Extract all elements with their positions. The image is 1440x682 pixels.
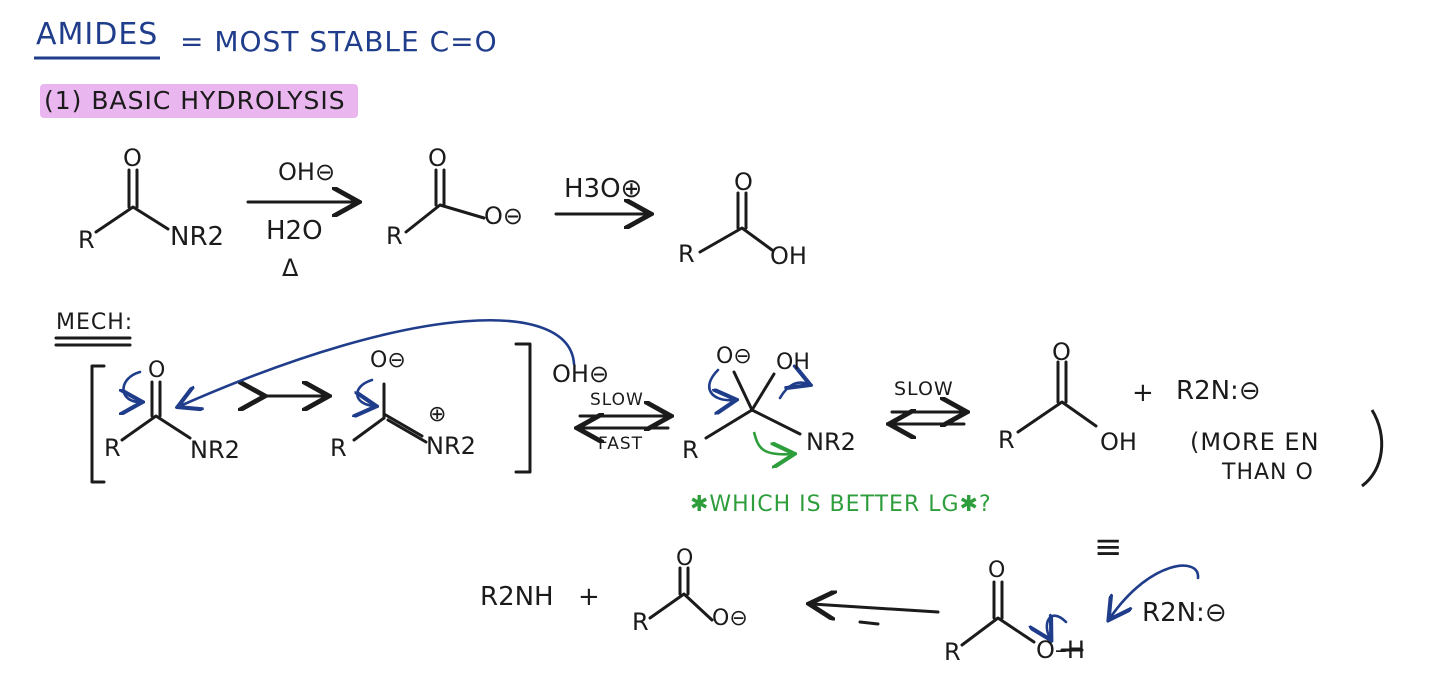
amine: R2NH: [480, 582, 554, 612]
oh-bond-arrow: [1047, 616, 1068, 638]
carboxylate-r: R: [386, 222, 403, 250]
tetra-curl-left: [707, 368, 734, 400]
resonance1-bonds: [120, 380, 192, 442]
bottom-base: R2N:⊖: [1142, 598, 1227, 628]
bottom-acid-r: R: [944, 638, 961, 666]
mech-acid-bonds: [1016, 360, 1098, 434]
bottom-carboxylate-bonds: [648, 566, 714, 622]
bottom-carboxylate-r: R: [632, 608, 649, 636]
arrow-bottom: [812, 604, 940, 612]
tetra-r: R: [682, 436, 699, 464]
mech-acid-group: OH: [1100, 428, 1137, 456]
acid-group: OH: [770, 242, 807, 270]
step1-reagent-above: OH⊖: [278, 158, 336, 186]
res1-r: R: [104, 434, 121, 462]
title-rest: = MOST STABLE C=O: [180, 25, 498, 58]
eq1-bottom-label: FAST: [598, 434, 644, 454]
eq1-top-label: SLOW: [590, 390, 644, 410]
step1-reagent-below: H2O: [266, 216, 323, 246]
leaving-group-question: ✱WHICH IS BETTER LG✱?: [690, 492, 992, 517]
eq2-top-label: SLOW: [894, 378, 954, 400]
section-label: (1) BASIC HYDROLYSIS: [44, 86, 346, 115]
tetra-o: O⊖: [716, 344, 752, 369]
step1-heat: Δ: [282, 254, 299, 282]
res1-o: O: [148, 358, 166, 383]
amide-reactant-bonds: [94, 168, 170, 234]
resonance2-bonds: [352, 382, 428, 444]
note-paren: [1361, 409, 1384, 488]
res2-o: O⊖: [370, 348, 406, 373]
leaving-group-arrow: [752, 431, 792, 454]
deprotonation-arrow: [1110, 564, 1200, 618]
section-highlight: [40, 84, 358, 118]
carboxylate-o: O: [428, 144, 447, 172]
bottom-plus: +: [578, 582, 600, 612]
acid-product-bonds: [698, 191, 774, 254]
bottom-acid-oh: O–H: [1036, 636, 1085, 664]
reactant-group: NR2: [170, 222, 225, 252]
bottom-acid-o: O: [988, 558, 1006, 583]
res2-charge: ⊕: [428, 402, 447, 427]
note-line2: THAN O: [1222, 460, 1314, 485]
res1-curl-arrow: [124, 370, 141, 402]
note-line1: (MORE EN: [1190, 428, 1320, 456]
bottom-carboxylate-o: O: [676, 546, 694, 571]
bottom-acid-bonds: [960, 580, 1084, 652]
amide-anion: R2N:⊖: [1176, 376, 1261, 406]
carboxylate-bonds: [404, 168, 486, 234]
reactant-o: O: [123, 144, 142, 172]
attack-arrow: [180, 319, 576, 406]
nucleophile: OH⊖: [552, 360, 610, 388]
equivalence-sign: ≡: [1094, 527, 1123, 567]
res1-group: NR2: [190, 436, 240, 464]
mech-acid-r: R: [998, 426, 1015, 454]
acid-o: O: [734, 168, 753, 196]
step2-reagent: H3O⊕: [564, 174, 643, 204]
tetrahedral-bonds: [704, 370, 802, 440]
title-word: AMIDES: [36, 17, 159, 52]
mech-plus: +: [1132, 378, 1154, 408]
carboxylate-anion: O⊖: [484, 202, 523, 230]
res2-curl-arrow: [357, 378, 374, 406]
mech-acid-o: O: [1052, 338, 1071, 366]
reactant-r: R: [78, 226, 95, 254]
res2-group: NR2: [426, 432, 476, 460]
acid-r: R: [678, 240, 695, 268]
tetra-curl-right: [778, 383, 808, 400]
bottom-carboxylate-anion: O⊖: [712, 606, 748, 631]
res2-r: R: [330, 434, 347, 462]
tetra-group: NR2: [806, 428, 856, 456]
tetra-oh: OH: [776, 350, 810, 375]
bracket-right: [514, 342, 532, 474]
mech-label: MECH:: [56, 310, 134, 335]
bracket-left: [90, 364, 106, 484]
